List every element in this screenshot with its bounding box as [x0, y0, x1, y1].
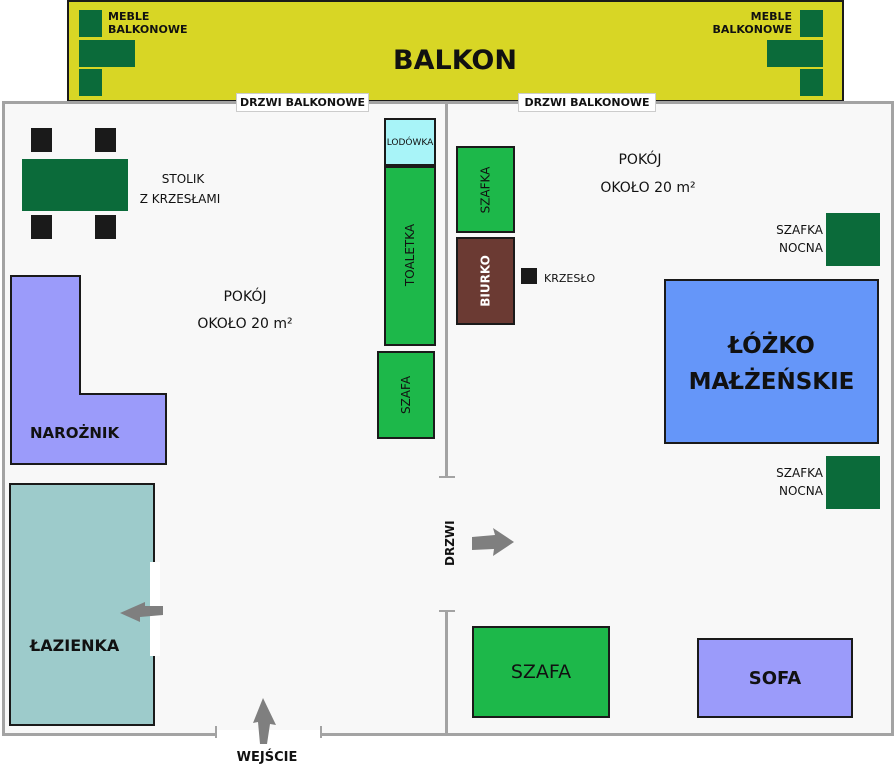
arrow-left-icon — [120, 602, 163, 622]
chair-label: KRZESŁO — [544, 272, 596, 285]
balcony-furniture — [800, 69, 823, 96]
double-bed — [664, 279, 879, 444]
bathroom-label: ŁAZIENKA — [30, 636, 120, 655]
desk-chair — [521, 268, 537, 284]
arrow-right-icon — [472, 528, 514, 556]
balcony-door-label: DRZWI BALKONOWE — [239, 96, 366, 109]
corner-sofa-join — [12, 390, 79, 396]
bed-label: ŁÓŻKO — [728, 333, 815, 359]
nightstand-label: NOCNA — [779, 484, 823, 498]
desk: BIURKO — [456, 237, 515, 325]
cabinet: SZAFKA — [456, 146, 515, 233]
chair — [31, 215, 52, 239]
balcony-furniture — [79, 10, 102, 37]
nightstand — [826, 456, 880, 509]
balcony-furniture-label-left: MEBLE BALKONOWE — [108, 10, 188, 36]
fridge: LODÓWKA — [384, 118, 436, 166]
room-area: OKOŁO 20 m² — [600, 180, 696, 196]
dining-table — [22, 159, 128, 211]
balcony-furniture — [79, 40, 135, 67]
entrance-door[interactable] — [216, 730, 322, 740]
balcony-furniture-label-right: MEBLE BALKONOWE — [712, 10, 793, 36]
room-label: POKÓJ — [618, 152, 662, 168]
chair — [95, 128, 116, 152]
bathroom — [9, 483, 155, 726]
balcony — [67, 0, 844, 102]
nightstand — [826, 213, 880, 266]
corner-sofa — [10, 393, 167, 465]
corner-sofa-label: NAROŻNIK — [30, 424, 120, 442]
chair — [31, 128, 52, 152]
room-label: POKÓJ — [223, 289, 267, 305]
balcony-title: BALKON — [393, 45, 517, 76]
balcony-furniture — [79, 69, 102, 96]
balcony-door-left[interactable]: DRZWI BALKONOWE — [236, 93, 369, 112]
balcony-door-label: DRZWI BALKONOWE — [524, 96, 650, 109]
center-wall-bottom — [445, 610, 448, 736]
nightstand-label: SZAFKA — [776, 223, 823, 237]
table-label: Z KRZESŁAMI — [139, 192, 221, 206]
bed-label: MAŁŻEŃSKIE — [688, 369, 855, 395]
room-area: OKOŁO 20 m² — [197, 316, 293, 332]
wardrobe-left: SZAFA — [377, 351, 435, 439]
balcony-furniture — [800, 10, 823, 37]
sofa-label: SOFA — [748, 668, 802, 689]
center-wall-top — [445, 101, 448, 478]
balcony-furniture — [767, 40, 823, 67]
sofa: SOFA — [697, 638, 853, 718]
nightstand-label: SZAFKA — [776, 466, 823, 480]
wall-tick — [320, 726, 322, 738]
wall-tick — [439, 610, 455, 612]
fridge-label: LODÓWKA — [386, 138, 434, 148]
entrance-label: WEJŚCIE — [236, 750, 298, 765]
wall-tick — [215, 726, 217, 738]
nightstand-label: NOCNA — [779, 241, 823, 255]
wall-tick — [439, 476, 455, 478]
chair — [95, 215, 116, 239]
wardrobe-label: SZAFA — [510, 661, 572, 683]
vanity: TOALETKA — [384, 166, 436, 346]
balcony-door-right[interactable]: DRZWI BALKONOWE — [518, 93, 656, 112]
arrow-up-icon — [253, 698, 276, 744]
wardrobe-right: SZAFA — [472, 626, 610, 718]
table-label: STOLIK — [161, 172, 205, 186]
